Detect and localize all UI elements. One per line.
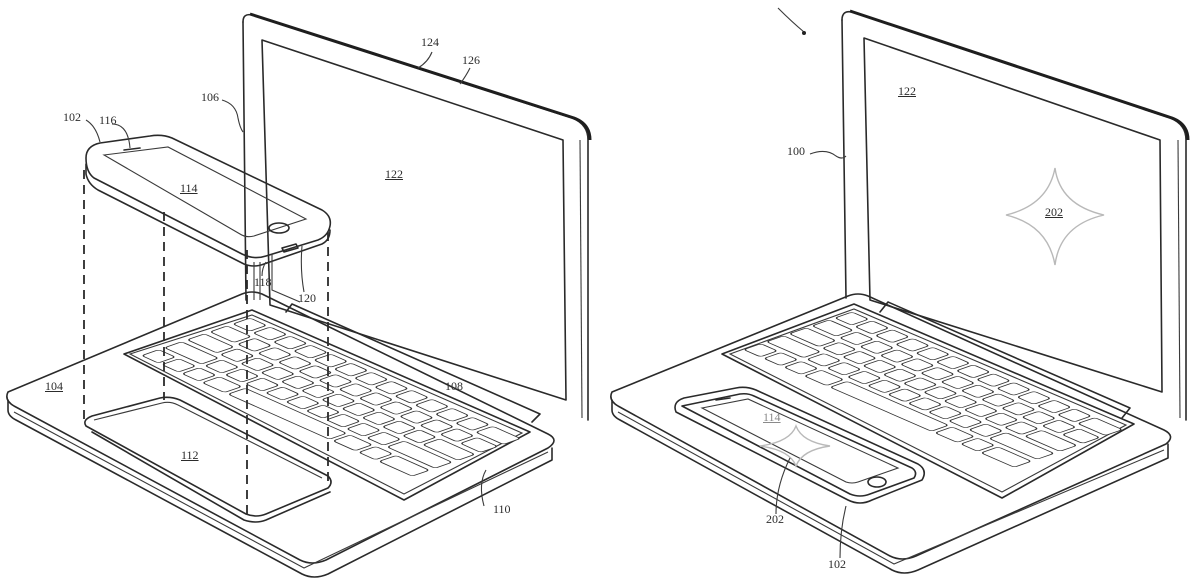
ref-label-114: 114 [180,181,198,195]
keyboard [123,309,531,501]
ref-label-124: 124 [421,35,439,49]
ref-label-110: 110 [493,502,511,516]
laptop-lid [841,9,1190,421]
ref-label-120: 120 [298,291,316,305]
laptop-base [610,293,1172,574]
laptop-lid [242,12,592,421]
ref-label-122: 122 [385,167,403,181]
projection-lines [83,170,329,518]
ref-label-202-phone: 202 [766,512,784,526]
assembled-view-drawing [610,7,1190,574]
phone-lifted [85,134,332,303]
exploded-view-panel: 102 116 106 124 126 114 122 118 120 104 … [6,12,592,578]
ref-label-106: 106 [201,90,219,104]
figure-pointer-dot [802,31,806,35]
ref-label-122: 122 [898,84,916,98]
assembled-view-panel: 100 122 202 114 202 102 [605,0,1200,587]
ref-label-202-laptop: 202 [1045,205,1063,219]
ref-label-116: 116 [99,113,117,127]
ref-label-118: 118 [254,275,272,289]
figure-pointer-arrow [777,7,805,33]
keyboard [721,303,1135,499]
ref-label-126: 126 [462,53,480,67]
exploded-view-drawing [6,12,592,578]
leader-lines [85,51,487,507]
ref-label-108: 108 [445,379,463,393]
ref-label-114: 114 [763,410,781,424]
phone-docked [674,386,926,504]
ref-label-100: 100 [787,144,805,158]
ref-label-104: 104 [45,379,63,393]
laptop-base [6,291,555,578]
star-graphic-phone [759,424,831,468]
star-graphic-laptop [1005,167,1105,266]
ref-label-112: 112 [181,448,199,462]
ref-label-102: 102 [63,110,81,124]
leader-lines [775,150,847,559]
ref-label-102: 102 [828,557,846,571]
